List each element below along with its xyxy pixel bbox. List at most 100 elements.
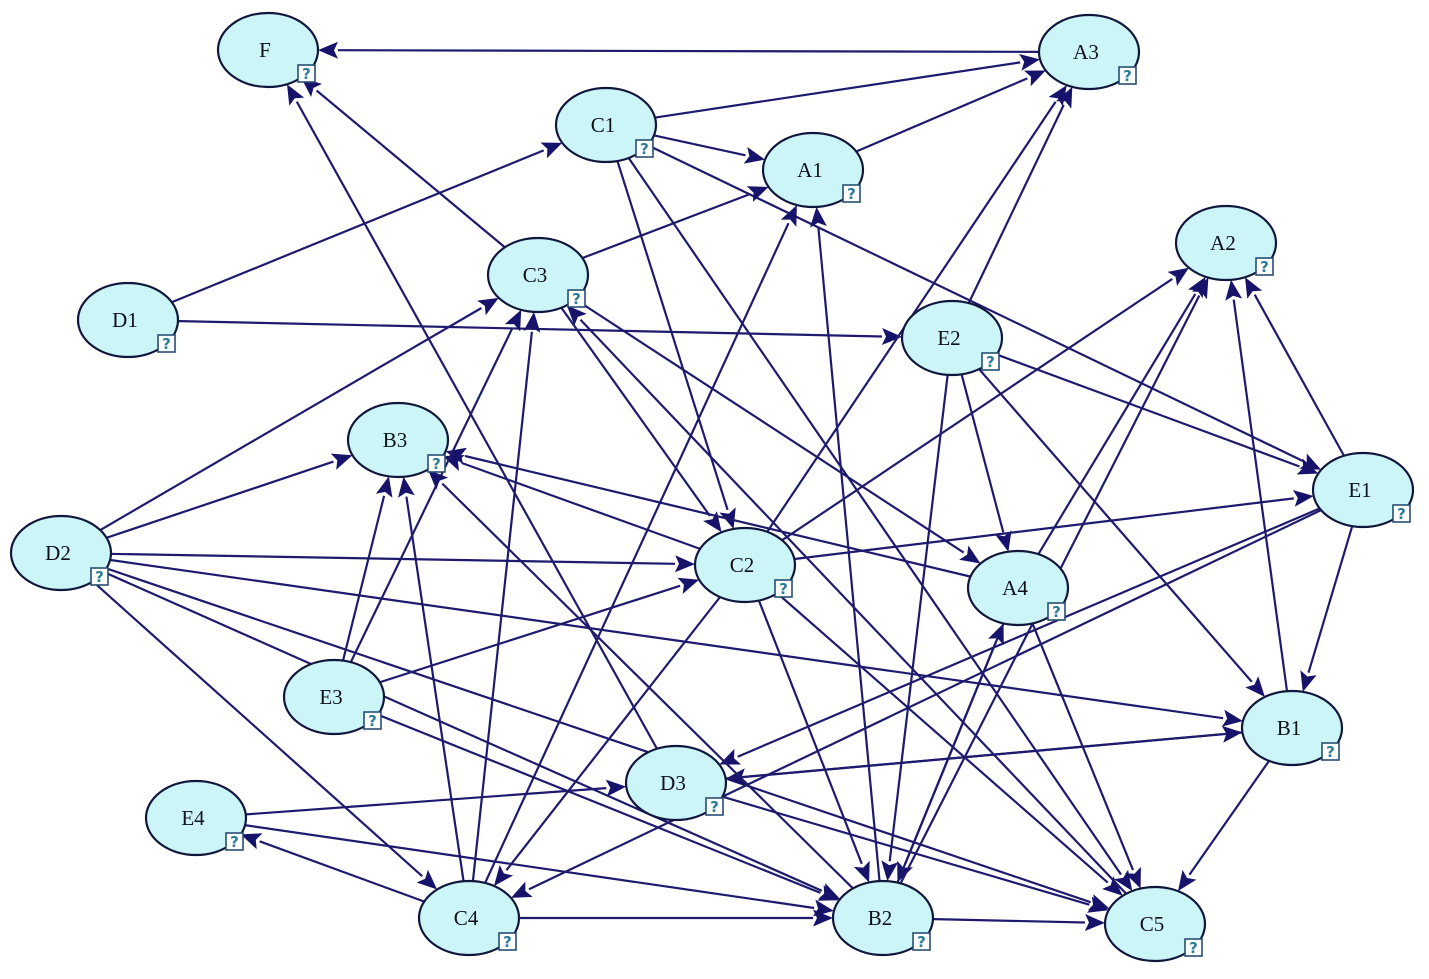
node-c5[interactable]: C5?: [1103, 885, 1207, 963]
help-icon-mark: ?: [162, 335, 171, 353]
help-icon[interactable]: ?: [1118, 66, 1137, 85]
node-e2[interactable]: E2?: [900, 299, 1004, 377]
help-icon[interactable]: ?: [842, 184, 861, 203]
edge-line: [315, 89, 509, 251]
edge-line: [615, 157, 729, 511]
edge-line: [888, 371, 950, 862]
edge-line: [167, 149, 545, 305]
edge-line: [106, 552, 676, 565]
edge-line: [756, 597, 863, 865]
node-ellipse: [966, 549, 1070, 627]
help-icon-mark: ?: [640, 140, 649, 158]
arrowhead: [428, 469, 449, 490]
help-icon-mark: ?: [1260, 258, 1269, 276]
edge-line: [644, 142, 1304, 463]
help-icon[interactable]: ?: [912, 932, 931, 951]
edge-line: [241, 787, 607, 816]
node-a3[interactable]: A3?: [1037, 13, 1141, 91]
edge-line: [966, 104, 1065, 307]
node-c2[interactable]: C2?: [693, 526, 797, 604]
node-label: D2: [45, 541, 71, 565]
edge-line: [505, 593, 723, 871]
help-icon-mark: ?: [986, 353, 995, 371]
edge-line: [558, 304, 711, 517]
edge-D3-to-B1: [721, 725, 1243, 780]
edge-E2-to-E1: [992, 352, 1319, 475]
help-icon-mark: ?: [432, 455, 441, 473]
arrowhead: [375, 476, 393, 498]
edge-line: [1253, 294, 1347, 460]
arrowhead: [1191, 277, 1209, 300]
arrowhead: [853, 860, 870, 883]
help-icon-mark: ?: [847, 185, 856, 203]
help-icon[interactable]: ?: [1255, 257, 1274, 276]
edge-line: [295, 101, 660, 753]
help-icon[interactable]: ?: [705, 797, 724, 816]
help-icon[interactable]: ?: [567, 289, 586, 308]
help-icon-mark: ?: [302, 65, 311, 83]
arrowhead: [1296, 458, 1319, 475]
node-ellipse: [1037, 13, 1141, 91]
node-ellipse: [144, 779, 248, 857]
arrowhead: [1087, 896, 1109, 913]
node-e1[interactable]: E1?: [1311, 451, 1415, 529]
help-icon[interactable]: ?: [297, 64, 316, 83]
edge-D2-to-C4: [89, 578, 438, 890]
help-icon[interactable]: ?: [363, 711, 382, 730]
help-icon[interactable]: ?: [1321, 742, 1340, 761]
arrowhead: [959, 545, 981, 564]
node-b2[interactable]: B2?: [831, 879, 935, 957]
node-d2[interactable]: D2?: [9, 514, 113, 592]
arrowhead: [1300, 670, 1317, 692]
arrowhead: [1167, 267, 1189, 286]
node-a1[interactable]: A1?: [761, 131, 865, 209]
arrowhead: [1245, 676, 1265, 697]
node-b3[interactable]: B3?: [346, 401, 450, 479]
node-ellipse: [1103, 885, 1207, 963]
node-e3[interactable]: E3?: [282, 658, 386, 736]
edge-C4-to-A1: [482, 205, 797, 887]
edge-A4-to-A2: [1035, 276, 1206, 558]
node-c1[interactable]: C1?: [554, 86, 658, 164]
node-a2[interactable]: A2?: [1174, 204, 1278, 282]
help-icon-mark: ?: [1052, 603, 1061, 621]
edge-line: [852, 77, 1028, 155]
node-e4[interactable]: E4?: [144, 779, 248, 857]
arrowhead: [445, 447, 467, 465]
arrowhead: [897, 860, 913, 883]
help-icon[interactable]: ?: [774, 579, 793, 598]
help-icon[interactable]: ?: [1184, 938, 1203, 957]
edge-line: [928, 917, 1086, 924]
help-icon[interactable]: ?: [635, 139, 654, 158]
edge-line: [482, 222, 790, 887]
node-c4[interactable]: C4?: [417, 879, 521, 957]
help-icon-mark: ?: [95, 568, 104, 586]
help-icon[interactable]: ?: [1047, 602, 1066, 621]
node-b1[interactable]: B1?: [1240, 689, 1344, 767]
edge-B2-to-A1: [809, 206, 881, 885]
help-icon[interactable]: ?: [981, 352, 1000, 371]
help-icon[interactable]: ?: [1392, 504, 1411, 523]
node-c3[interactable]: C3?: [486, 236, 590, 314]
arrowhead: [780, 205, 797, 227]
edge-C2-to-C5: [773, 590, 1123, 896]
help-icon[interactable]: ?: [225, 832, 244, 851]
edge-A3-to-F: [318, 41, 1044, 59]
node-label: A3: [1073, 40, 1099, 64]
node-ellipse: [282, 658, 386, 736]
edge-line: [649, 133, 746, 157]
help-icon[interactable]: ?: [427, 454, 446, 473]
edge-line: [1188, 757, 1272, 876]
help-icon[interactable]: ?: [498, 932, 517, 951]
edge-D2-to-B3: [102, 453, 353, 541]
node-d3[interactable]: D3?: [624, 744, 728, 822]
edge-D2-to-B1: [106, 558, 1243, 727]
help-icon-mark: ?: [917, 933, 926, 951]
edge-line: [373, 712, 821, 894]
node-f[interactable]: F?: [216, 11, 320, 89]
help-icon[interactable]: ?: [157, 334, 176, 353]
edge-line: [625, 154, 1122, 876]
node-d1[interactable]: D1?: [76, 281, 180, 359]
node-a4[interactable]: A4?: [966, 549, 1070, 627]
help-icon[interactable]: ?: [90, 567, 109, 586]
